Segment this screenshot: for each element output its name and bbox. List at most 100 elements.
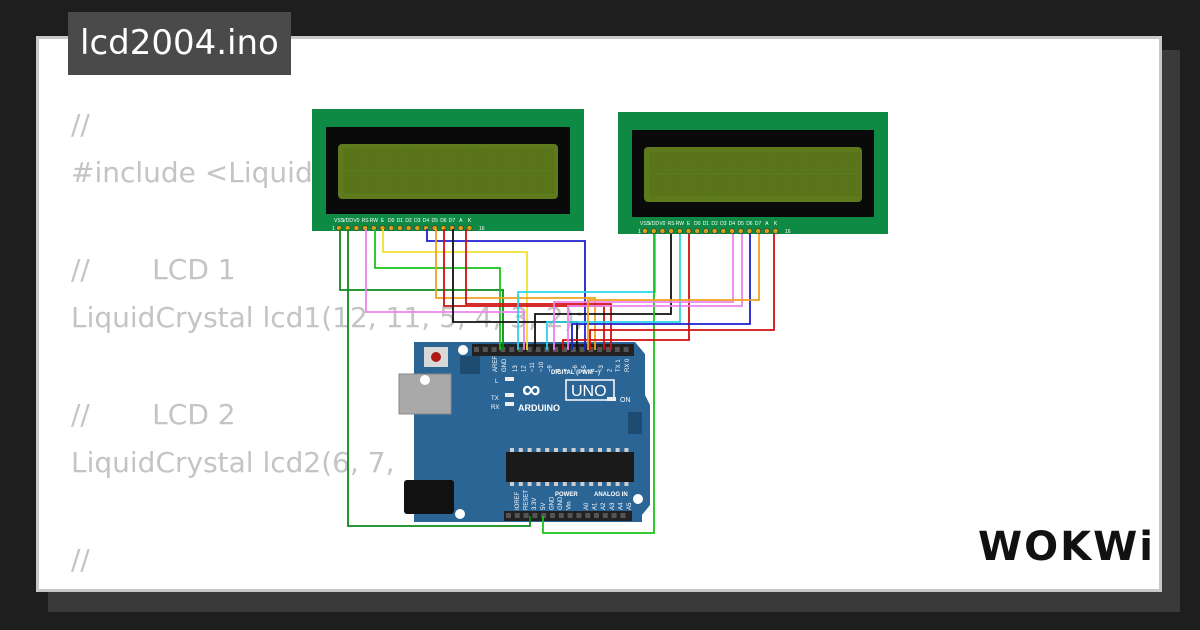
wire [546, 234, 681, 350]
header-socket [558, 513, 564, 518]
lcd2-char-cell [662, 151, 676, 174]
power-jack [404, 480, 454, 514]
header-socket [535, 347, 541, 352]
header-socket [553, 347, 559, 352]
power-pin-label: 3.3V [532, 498, 538, 510]
on-label: ON [620, 397, 631, 404]
lcd1-char-cell [449, 171, 462, 194]
digital-pin-label: ~6 [573, 364, 579, 372]
chip-pin [615, 482, 620, 486]
chip-pin [606, 482, 611, 486]
lcd1-char-cell [436, 148, 449, 171]
wire [452, 229, 578, 350]
lcd1-char-cell [462, 171, 476, 194]
lcd1-char-cell [475, 148, 489, 171]
digital-pin-label: 4 [590, 368, 596, 372]
header-socket [474, 347, 479, 352]
lcd1-pin-label: V0 [353, 218, 359, 224]
header-socket [602, 513, 608, 518]
lcd1-char-cell [462, 148, 476, 171]
lcd2-pin [703, 228, 709, 234]
digital-pin-label: 7 [565, 368, 571, 372]
lcd2-char-cell [649, 174, 663, 197]
lcd1-char-cell [515, 171, 528, 194]
header-socket [541, 513, 547, 518]
header-socket [579, 347, 585, 352]
header-socket [614, 347, 620, 352]
lcd1-pin [353, 225, 360, 231]
chip-pin [527, 448, 532, 452]
lcd1-pin-last: 16 [479, 226, 485, 232]
lcd2-char-cell [715, 151, 729, 174]
lcd2-pin-label: VSS [640, 221, 651, 227]
lcd2-pin-label: A [765, 221, 769, 227]
wokwi-logo: WOKWi [978, 524, 1155, 570]
lcd1-pin-label: K [468, 218, 472, 224]
lcd2-pin-label: D6 [746, 221, 753, 227]
header-socket [550, 513, 555, 518]
lcd1-char-cell [436, 171, 449, 194]
mount-hole [455, 509, 465, 519]
lcd1-char-cell [488, 171, 502, 194]
lcd1-pin-label: D3 [414, 218, 421, 224]
chip-pin [589, 482, 594, 486]
lcd1-pin-label: D0 [388, 218, 395, 224]
header-socket [532, 513, 538, 518]
power-label: POWER [555, 492, 578, 498]
wire [443, 229, 605, 350]
lcd2-pin [755, 228, 761, 234]
power-pin-label: RESET [524, 490, 530, 510]
lcd2-char-cell [728, 174, 742, 197]
on-led [607, 397, 616, 401]
lcd1-char-cell [356, 148, 370, 171]
chip-pin [510, 482, 514, 486]
arduino-brand: ARDUINO [518, 403, 560, 413]
lcd2-pin [685, 228, 692, 234]
lcd1-char-cell [488, 148, 502, 171]
lcd2-pin [763, 228, 770, 234]
lcd1-pin-label: D6 [440, 218, 447, 224]
mount-hole [420, 375, 430, 385]
chip-pin [536, 448, 541, 452]
header-socket [585, 513, 591, 518]
header-socket [509, 347, 515, 352]
reset-button [431, 352, 441, 362]
lcd1-pin-label: D1 [397, 218, 404, 224]
lcd2-char-cell [808, 151, 821, 174]
lcd1-pin [388, 225, 395, 231]
lcd1-char-cell [383, 171, 396, 194]
chip-pin [571, 448, 576, 452]
lcd2-pin-label: D0 [694, 221, 701, 227]
lcd2-char-cell [781, 174, 795, 197]
power-pin-label: Vin [567, 501, 573, 510]
gnd-label: GND [502, 358, 508, 372]
lcd1-pin-label: A [459, 218, 463, 224]
lcd2-pin [694, 228, 701, 234]
aref-label: AREF [493, 356, 499, 372]
lcd1-char-cell [383, 148, 396, 171]
icsp-header-2 [628, 412, 642, 434]
lcd2-pin [729, 228, 735, 234]
file-title-tab[interactable]: lcd2004.ino [68, 12, 291, 75]
lcd1-char-cell [370, 148, 383, 171]
analog-pin-label: A5 [627, 502, 633, 510]
lcd2-pin-label: D2 [711, 221, 718, 227]
power-pin-label: GND [558, 496, 564, 510]
atmega-chip [506, 452, 634, 482]
lcd1-pin [457, 225, 464, 231]
l-label: L [495, 379, 499, 385]
lcd2-pin [668, 228, 674, 234]
lcd2-char-cell [689, 174, 702, 197]
wire [542, 234, 655, 534]
wire [382, 229, 528, 350]
lcd1-pin-label: D7 [449, 218, 456, 224]
digital-pin-label: ~5 [582, 364, 588, 372]
lcd2-char-cell [834, 174, 848, 197]
lcd2-char-cell [715, 174, 729, 197]
lcd1-char-cell [343, 171, 357, 194]
wire [339, 229, 504, 350]
lcd1-char-cell [356, 171, 370, 194]
arduino-model-box [565, 379, 615, 401]
chip-pin [536, 482, 541, 486]
lcd2-pin-label: VDD [648, 221, 659, 227]
